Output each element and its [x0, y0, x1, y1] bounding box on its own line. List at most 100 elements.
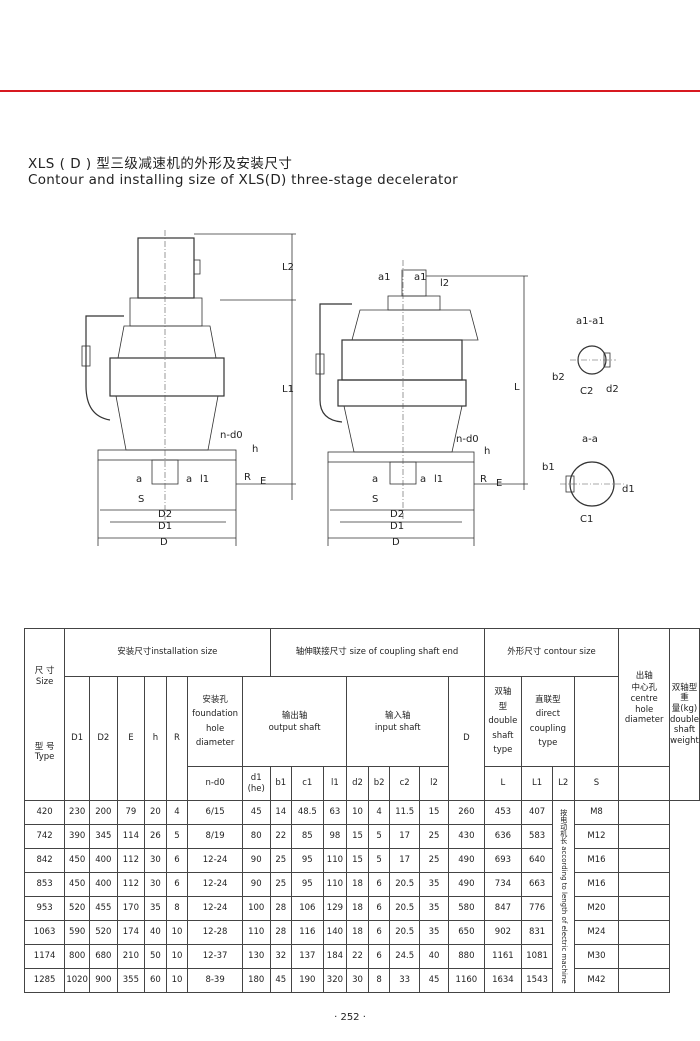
table-cell: 450 — [64, 872, 91, 897]
table-cell: 6 — [367, 944, 391, 969]
label-C2: C2 — [580, 386, 593, 397]
table-cell: 18 — [346, 920, 369, 945]
table-cell: 663 — [521, 872, 553, 897]
table-cell: 12-24 — [187, 896, 243, 921]
table-cell: 742 — [23, 824, 66, 849]
table-cell: 430 — [448, 824, 485, 849]
table-cell: 20.5 — [389, 920, 420, 945]
table-cell: 453 — [483, 800, 523, 825]
label-D1-middle: D1 — [390, 521, 404, 532]
middle-view: a1 a1 l2 L n-d0 h R E a a l1 S D2 D1 D — [315, 260, 528, 548]
label-L1: L1 — [282, 384, 294, 395]
table-cell: 200 — [89, 800, 118, 825]
gearbox-body — [109, 357, 225, 397]
table-cell: 140 — [322, 920, 348, 945]
table-cell: 50 — [144, 944, 167, 969]
table-cell: 5 — [367, 848, 391, 873]
group-contour: 外形尺寸 contour size — [483, 628, 620, 677]
table-cell: 25 — [269, 848, 293, 873]
table-cell: 6 — [165, 848, 189, 873]
table-cell: 953 — [23, 896, 66, 921]
sub-c2: c2 — [389, 766, 420, 801]
table-cell: 1285 — [23, 968, 66, 993]
section-a1-a1: a1-a1 b2 C2 d2 — [552, 316, 619, 397]
table-cell: 33 — [389, 968, 420, 993]
table-cell: 490 — [448, 872, 485, 897]
label-a-middle: a — [372, 474, 378, 485]
table-cell: 260 — [448, 800, 485, 825]
label-h-middle: h — [484, 446, 490, 457]
label-E-middle: E — [496, 478, 502, 489]
label-b1: b1 — [542, 462, 555, 473]
table-cell: 35 — [144, 896, 167, 921]
label-b2: b2 — [552, 372, 565, 383]
table-cell: 636 — [483, 824, 523, 849]
table-cell: 14 — [269, 800, 293, 825]
table-cell: 112 — [116, 848, 146, 873]
table-cell: 95 — [291, 872, 324, 897]
label-d1: d1 — [622, 484, 635, 495]
table-cell: 98 — [322, 824, 348, 849]
sub-L2: L2 — [551, 766, 575, 801]
table-cell: 20 — [144, 800, 167, 825]
head-R: R — [165, 676, 189, 801]
table-cell: 45 — [241, 800, 271, 825]
table-cell: 22 — [346, 944, 369, 969]
table-cell: 26 — [144, 824, 167, 849]
label-R-middle: R — [480, 474, 487, 485]
table-cell: 30 — [144, 848, 167, 873]
head-D2: D2 — [89, 676, 118, 801]
label-n-d0-left: n-d0 — [220, 430, 243, 441]
table-cell: 18 — [346, 896, 369, 921]
table-cell: 15 — [346, 824, 369, 849]
table-cell: 85 — [291, 824, 324, 849]
table-cell: 18 — [346, 872, 369, 897]
table-cell: 80 — [241, 824, 271, 849]
label-h-left: h — [252, 444, 258, 455]
table-cell: 116 — [291, 920, 324, 945]
table-cell: 1063 — [23, 920, 66, 945]
table-cell: 583 — [521, 824, 553, 849]
table-cell: 680 — [89, 944, 118, 969]
sub-L: L — [483, 766, 523, 801]
head-D1: D1 — [64, 676, 91, 801]
table-cell: 4 — [367, 800, 391, 825]
label-d2: d2 — [606, 384, 619, 395]
label-R-left: R — [244, 472, 251, 483]
table-cell-weight — [618, 800, 671, 825]
table-cell: 842 — [23, 848, 66, 873]
label-l1-left: l1 — [200, 474, 209, 485]
table-cell: 25 — [269, 872, 293, 897]
table-cell: 450 — [64, 848, 91, 873]
table-cell: 230 — [64, 800, 91, 825]
table-cell: 35 — [418, 920, 450, 945]
table-cell: 5 — [165, 824, 189, 849]
table-cell: 831 — [521, 920, 553, 945]
label-L2: L2 — [282, 262, 294, 273]
table-cell: 24.5 — [389, 944, 420, 969]
table-cell-weight — [618, 944, 671, 969]
label-a1-right: a1 — [414, 272, 427, 283]
table-cell: 10 — [165, 968, 189, 993]
table-cell: 110 — [322, 848, 348, 873]
head-h: h — [144, 676, 167, 801]
table-cell: 17 — [389, 824, 420, 849]
sub-b2: b2 — [367, 766, 391, 801]
table-cell: 174 — [116, 920, 146, 945]
table-cell: 4 — [165, 800, 189, 825]
sub-d2: d2 — [346, 766, 369, 801]
table-cell: 10 — [346, 800, 369, 825]
table-cell-weight — [618, 824, 671, 849]
table-cell: 776 — [521, 896, 553, 921]
table-cell: 90 — [241, 848, 271, 873]
table-cell: M8 — [573, 800, 620, 825]
table-cell: 25 — [418, 848, 450, 873]
table-cell: 6 — [367, 872, 391, 897]
table-cell-weight — [618, 968, 671, 993]
label-section-a: a-a — [582, 434, 598, 445]
table-cell: 847 — [483, 896, 523, 921]
label-L: L — [514, 382, 520, 393]
